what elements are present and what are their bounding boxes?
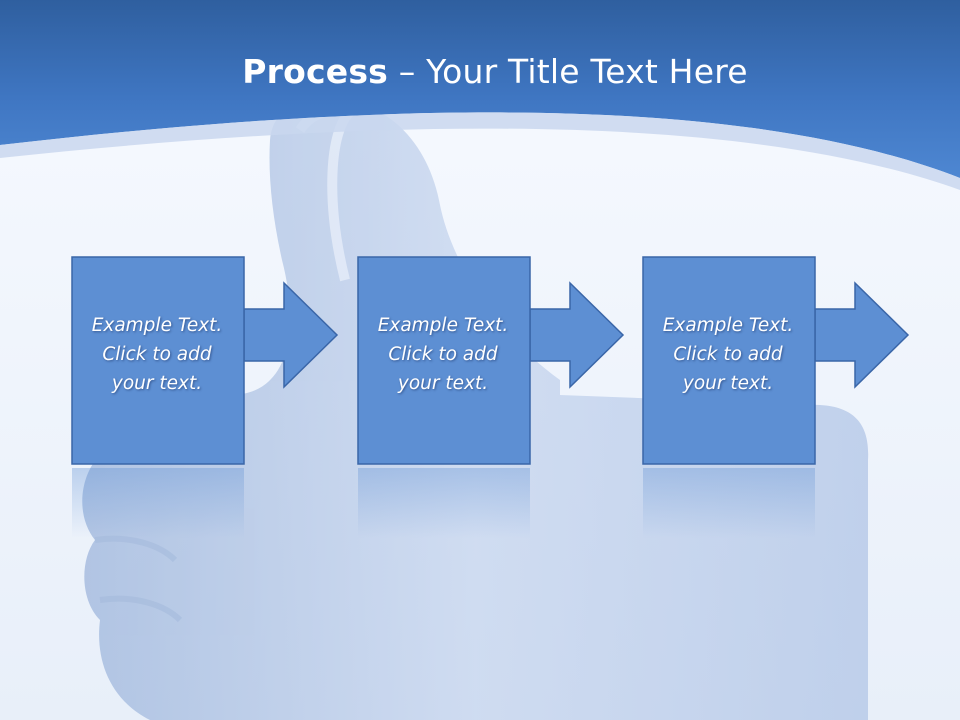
step-3-box[interactable] bbox=[642, 256, 816, 465]
step-2-box[interactable] bbox=[357, 256, 531, 465]
step-3-line-2: Click to add bbox=[673, 344, 783, 365]
right-arrow-icon bbox=[814, 281, 910, 389]
step-reflection bbox=[72, 468, 244, 538]
right-arrow-icon bbox=[529, 281, 625, 389]
step-2-line-3: your text. bbox=[397, 373, 489, 394]
title-rest: – Your Title Text Here bbox=[388, 52, 748, 91]
step-1-line-3: your text. bbox=[111, 373, 203, 394]
step-1-line-1: Example Text. bbox=[91, 315, 223, 336]
step-1-box[interactable] bbox=[71, 256, 245, 465]
step-3-text[interactable]: Example Text. Click to add your text. bbox=[643, 311, 813, 398]
right-arrow-icon bbox=[243, 281, 339, 389]
title-bold: Process bbox=[242, 52, 389, 91]
step-3-line-1: Example Text. bbox=[662, 315, 794, 336]
page-title: Process – Your Title Text Here bbox=[0, 52, 960, 91]
step-1-line-2: Click to add bbox=[102, 344, 212, 365]
step-2-line-1: Example Text. bbox=[377, 315, 509, 336]
step-3-line-3: your text. bbox=[682, 373, 774, 394]
step-reflection bbox=[643, 468, 815, 538]
step-2-line-2: Click to add bbox=[388, 344, 498, 365]
step-1-text[interactable]: Example Text. Click to add your text. bbox=[72, 311, 242, 398]
step-reflection bbox=[358, 468, 530, 538]
step-2-text[interactable]: Example Text. Click to add your text. bbox=[358, 311, 528, 398]
